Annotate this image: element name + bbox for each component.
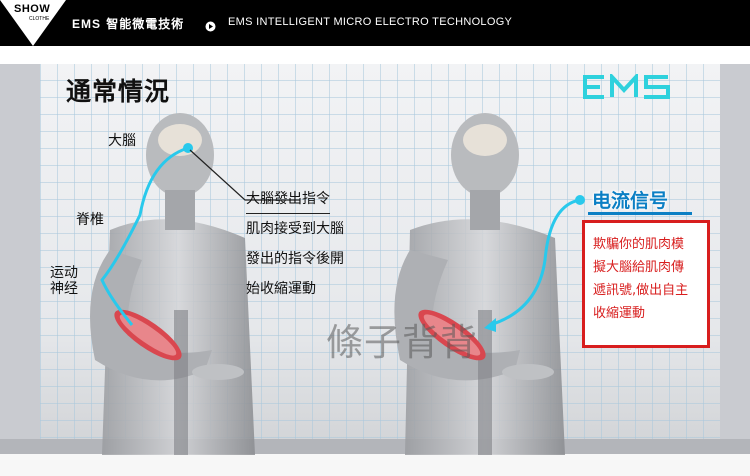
ems-line-1: 欺騙你的肌肉模	[593, 237, 685, 252]
signal-label: 电流信号	[592, 190, 669, 212]
banner-brand-cn: 智能微電技術	[106, 17, 185, 31]
label-motor-nerve-1: 运动	[50, 265, 78, 281]
circle-arrow-icon	[205, 17, 216, 32]
figure-normal	[40, 110, 300, 455]
banner-brand-latin: EMS	[72, 17, 102, 31]
description-line-4: 始收縮運動	[246, 281, 316, 297]
label-brain: 大腦	[108, 133, 136, 149]
ems-line-4: 收縮運動	[593, 306, 646, 321]
logo-text-show: SHOW	[14, 3, 51, 15]
label-motor-nerve-2: 神经	[50, 281, 78, 297]
figure-ems	[380, 110, 610, 455]
banner-subtitle: EMS INTELLIGENT MICRO ELECTRO TECHNOLOGY	[228, 16, 513, 28]
signal-underline	[588, 212, 692, 215]
ems-logo	[582, 71, 674, 104]
description-line-2: 肌肉接受到大腦	[246, 221, 344, 237]
triangle-logo-icon	[0, 0, 66, 46]
page-title: 通常情況	[66, 77, 171, 106]
top-banner: SHOW CLOTHE EMS 智能微電技術 EMS INTELLIGENT M…	[0, 0, 750, 46]
banner-brand: EMS 智能微電技術	[72, 15, 184, 32]
watermark: 條子背背	[326, 321, 478, 364]
label-spine: 脊椎	[76, 212, 104, 228]
bottom-strip	[0, 454, 750, 476]
description-line-3: 發出的指令後開	[246, 251, 344, 267]
ems-line-2: 擬大腦給肌肉傳	[593, 260, 685, 275]
normal-description: 大腦發出指令 肌肉接受到大腦 發出的指令後開 始收縮運動	[246, 184, 386, 304]
ems-line-3: 遞訊號,做出自主	[593, 283, 689, 298]
description-line-1: 大腦發出指令	[246, 187, 330, 214]
ems-explanation-box: 欺騙你的肌肉模 擬大腦給肌肉傳 遞訊號,做出自主 收縮運動	[582, 220, 710, 348]
logo-text-clothe: CLOTHE	[29, 16, 50, 22]
